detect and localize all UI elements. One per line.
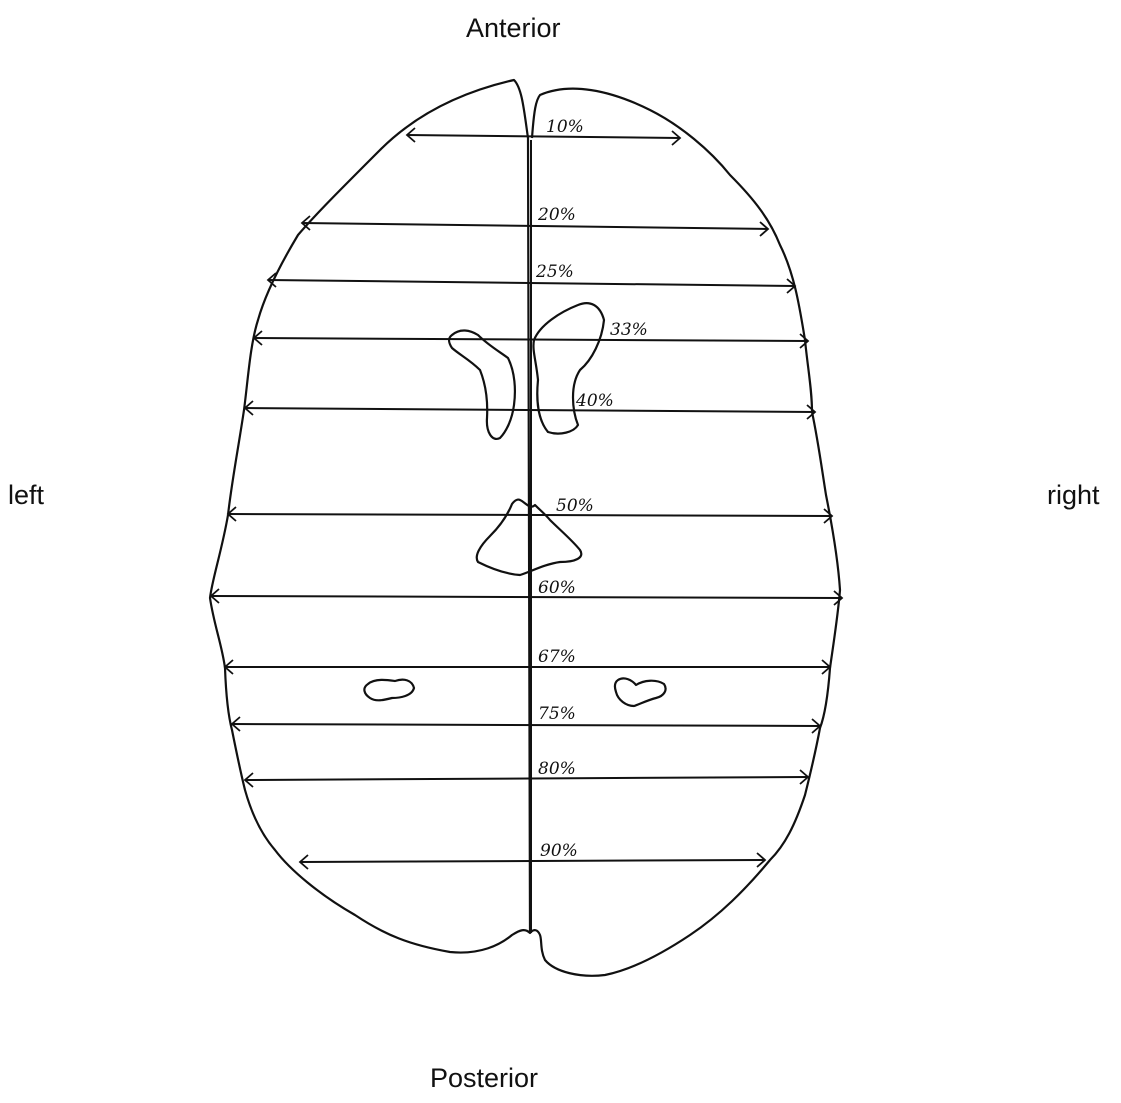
level-90-line bbox=[300, 853, 765, 869]
level-40-label: 40% bbox=[575, 391, 614, 411]
level-67-label: 67% bbox=[538, 647, 576, 667]
level-60-line bbox=[211, 589, 842, 605]
level-20-line bbox=[302, 216, 768, 236]
right-frontal-horn bbox=[533, 303, 604, 433]
level-75-label: 75% bbox=[538, 704, 576, 724]
level-67-line bbox=[225, 660, 830, 674]
level-33-label: 33% bbox=[610, 320, 648, 340]
level-75-line bbox=[232, 717, 820, 733]
left-occipital-region bbox=[364, 680, 414, 701]
left-frontal-horn bbox=[449, 330, 515, 438]
right-occipital-region bbox=[615, 678, 666, 706]
level-80-line bbox=[245, 770, 808, 787]
level-60-label: 60% bbox=[538, 578, 576, 598]
level-10-label: 10% bbox=[546, 117, 584, 137]
level-20-label: 20% bbox=[537, 205, 576, 225]
level-25-label: 25% bbox=[535, 262, 574, 282]
level-80-label: 80% bbox=[538, 759, 576, 779]
level-90-label: 90% bbox=[540, 841, 578, 861]
level-50-label: 50% bbox=[556, 496, 594, 516]
level-10-line bbox=[407, 128, 680, 145]
left-hemisphere-outline bbox=[210, 80, 530, 953]
